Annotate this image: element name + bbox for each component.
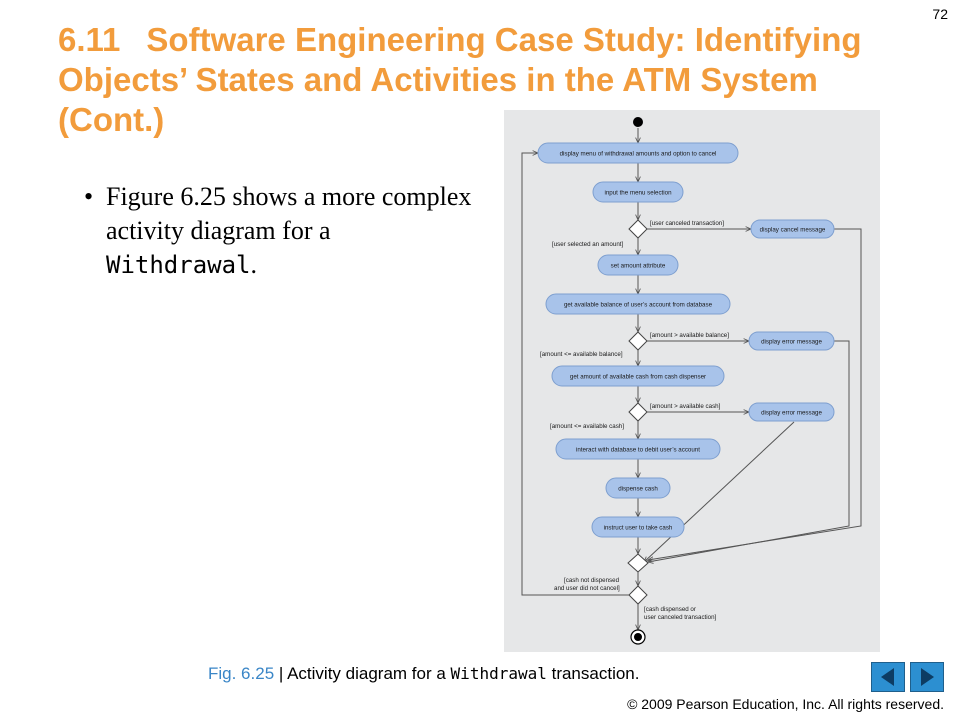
decision-1: [628, 219, 648, 239]
action-label-display-error-2: display error message: [761, 410, 822, 417]
bullet-text: Figure 6.25 shows a more complex activit…: [106, 180, 486, 282]
guard-dispensed-line-2: user canceled transaction]: [644, 614, 717, 621]
title-section-number: 6.11: [58, 21, 121, 58]
guard-dispensed-line-1: [cash dispensed or: [644, 606, 696, 613]
guard-amount-gt-cash: [amount > available cash]: [650, 403, 721, 410]
decision-2: [628, 331, 648, 351]
copyright-notice: © 2009 Pearson Education, Inc. All right…: [627, 696, 944, 712]
action-label-display-cancel: display cancel message: [760, 227, 826, 234]
guard-user-selected: [user selected an amount]: [552, 241, 623, 248]
merge-node: [627, 553, 649, 573]
action-display-error-2: [748, 402, 835, 422]
guard-not-dispensed-line-1: [cash not dispensed: [564, 577, 620, 584]
action-get-cash: [551, 365, 725, 387]
action-label-set-amount: set amount attribute: [611, 263, 666, 270]
final-node: [630, 629, 646, 645]
action-display-error-1: [748, 331, 835, 351]
slide-title: 6.11 Software Engineering Case Study: Ide…: [58, 20, 928, 140]
action-label-input-selection: input the menu selection: [604, 190, 672, 197]
action-label-debit-account: interact with database to debit user’s a…: [576, 447, 700, 454]
decision-3: [628, 402, 648, 422]
figure-caption: Fig. 6.25 | Activity diagram for a Withd…: [208, 664, 639, 684]
right-triangle-icon: [921, 668, 934, 686]
next-slide-button[interactable]: [910, 662, 944, 692]
action-instruct-user: [591, 516, 685, 538]
action-label-instruct-user: instruct user to take cash: [604, 525, 673, 532]
action-display-cancel: [750, 219, 835, 239]
action-label-display-error-1: display error message: [761, 339, 822, 346]
action-display-menu: [537, 142, 739, 164]
action-input-selection: [592, 181, 684, 203]
action-label-get-balance: get available balance of user’s account …: [564, 302, 713, 309]
bullet-code: Withdrawal: [106, 251, 251, 279]
action-debit-account: [555, 438, 721, 460]
activity-diagram: display menu of withdrawal amounts and o…: [504, 110, 880, 652]
caption-text-before: Activity diagram for a: [287, 664, 451, 683]
title-line-3: (Cont.): [58, 101, 165, 138]
bullet-dot-icon: •: [84, 182, 94, 211]
edge-error-1-to-merge: [648, 340, 850, 562]
guard-user-canceled: [user canceled transaction]: [650, 220, 724, 227]
title-line-2: Objects’ States and Activities in the AT…: [58, 61, 818, 98]
action-get-balance: [545, 293, 731, 315]
caption-text-after: transaction.: [546, 664, 640, 683]
action-dispense-cash: [605, 477, 671, 499]
guard-amount-le-balance: [amount <= available balance]: [540, 351, 623, 358]
action-label-dispense-cash: dispense cash: [618, 486, 658, 493]
action-label-get-cash: get amount of available cash from cash d…: [570, 374, 706, 381]
left-triangle-icon: [881, 668, 894, 686]
bullet-text-after: .: [250, 250, 258, 279]
caption-code: Withdrawal: [450, 664, 547, 683]
bullet-text-before: Figure 6.25 shows a more complex activit…: [106, 182, 472, 245]
edge-cancel-to-merge: [648, 228, 862, 560]
page-number: 72: [932, 6, 948, 22]
guard-amount-le-cash: [amount <= available cash]: [550, 423, 624, 430]
previous-slide-button[interactable]: [871, 662, 905, 692]
action-set-amount: [597, 254, 679, 276]
decision-4: [628, 585, 648, 605]
guard-amount-gt-balance: [amount > available balance]: [650, 332, 729, 339]
initial-node: [633, 117, 643, 127]
action-label-display-menu: display menu of withdrawal amounts and o…: [560, 151, 717, 158]
edge-loop-back-to-menu: [521, 153, 629, 596]
edge-error-2-to-merge: [644, 421, 795, 562]
guard-not-dispensed-line-2: and user did not cancel]: [554, 585, 620, 592]
title-line-1: Software Engineering Case Study: Identif…: [146, 21, 862, 58]
caption-label: Fig. 6.25: [208, 664, 275, 683]
caption-separator: |: [274, 664, 288, 683]
